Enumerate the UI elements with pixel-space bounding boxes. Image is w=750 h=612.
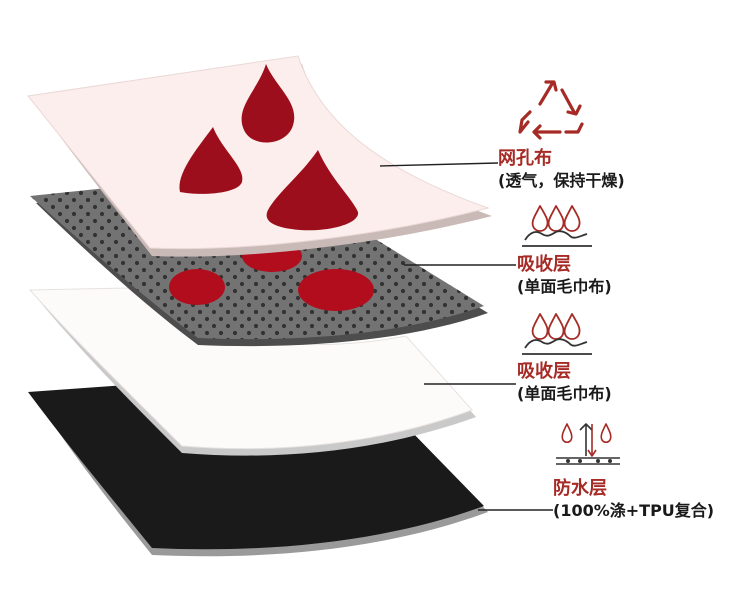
waterproof-barrier-icon: [556, 423, 620, 465]
layer-title: 防水层: [553, 478, 607, 499]
layer-subtitle: (单面毛巾布): [517, 384, 612, 403]
layer-subtitle: (100%涤+TPU复合): [553, 501, 715, 520]
label-waterproof: 防水层 (100%涤+TPU复合): [553, 478, 714, 522]
label-mesh: 网孔布 (透气，保持干燥): [498, 148, 625, 192]
label-absorb-1: 吸收层 (单面毛巾布): [517, 254, 612, 298]
layer-subtitle: (单面毛巾布): [517, 277, 612, 296]
layer-subtitle: (透气，保持干燥): [498, 171, 625, 190]
liquid-droplet: [179, 127, 243, 194]
layer-title: 吸收层: [517, 254, 571, 275]
waterproof-layer: [28, 384, 488, 557]
recycle-arrows-icon: [518, 80, 584, 140]
leader-line-mesh: [379, 162, 499, 167]
mesh-layer: [27, 55, 492, 257]
absorbed-stain: [298, 269, 374, 311]
layer-title: 网孔布: [498, 148, 552, 169]
absorbing-drops-icon: [522, 313, 592, 355]
absorbing-drops-icon: [522, 205, 592, 247]
liquid-droplet: [241, 64, 295, 143]
label-absorb-2: 吸收层 (单面毛巾布): [517, 361, 612, 405]
liquid-droplet: [266, 150, 359, 231]
layer-title: 吸收层: [517, 361, 571, 382]
absorbed-stain: [169, 269, 225, 305]
